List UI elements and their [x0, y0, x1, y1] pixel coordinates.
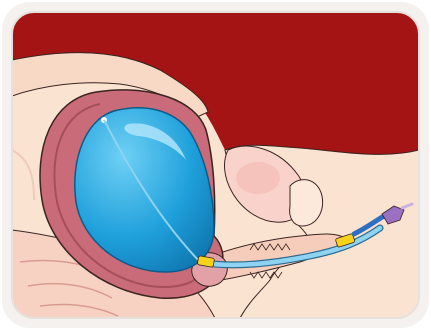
bladder-shading	[236, 162, 280, 194]
